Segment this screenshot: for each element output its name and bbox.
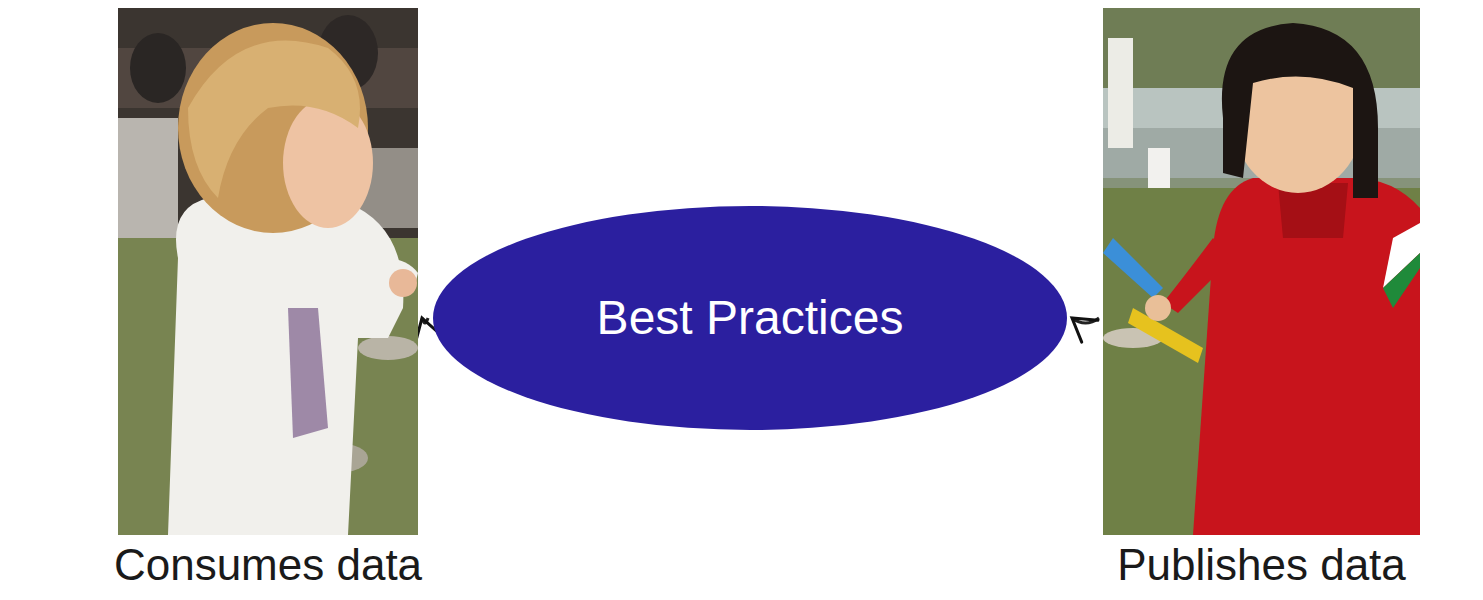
node-label: Best Practices bbox=[432, 291, 1068, 345]
child-photo bbox=[118, 8, 418, 535]
photo-node: Consumes data bbox=[118, 8, 418, 535]
arrow-connector bbox=[1072, 318, 1099, 342]
photo-node: Publishes data bbox=[1103, 8, 1420, 535]
arrow-head bbox=[1072, 318, 1098, 342]
photo-caption: Publishes data bbox=[1117, 539, 1406, 592]
photo-caption: Consumes data bbox=[114, 539, 422, 592]
ellipse-node: Best Practices bbox=[432, 205, 1068, 431]
child-photo bbox=[1103, 8, 1420, 535]
